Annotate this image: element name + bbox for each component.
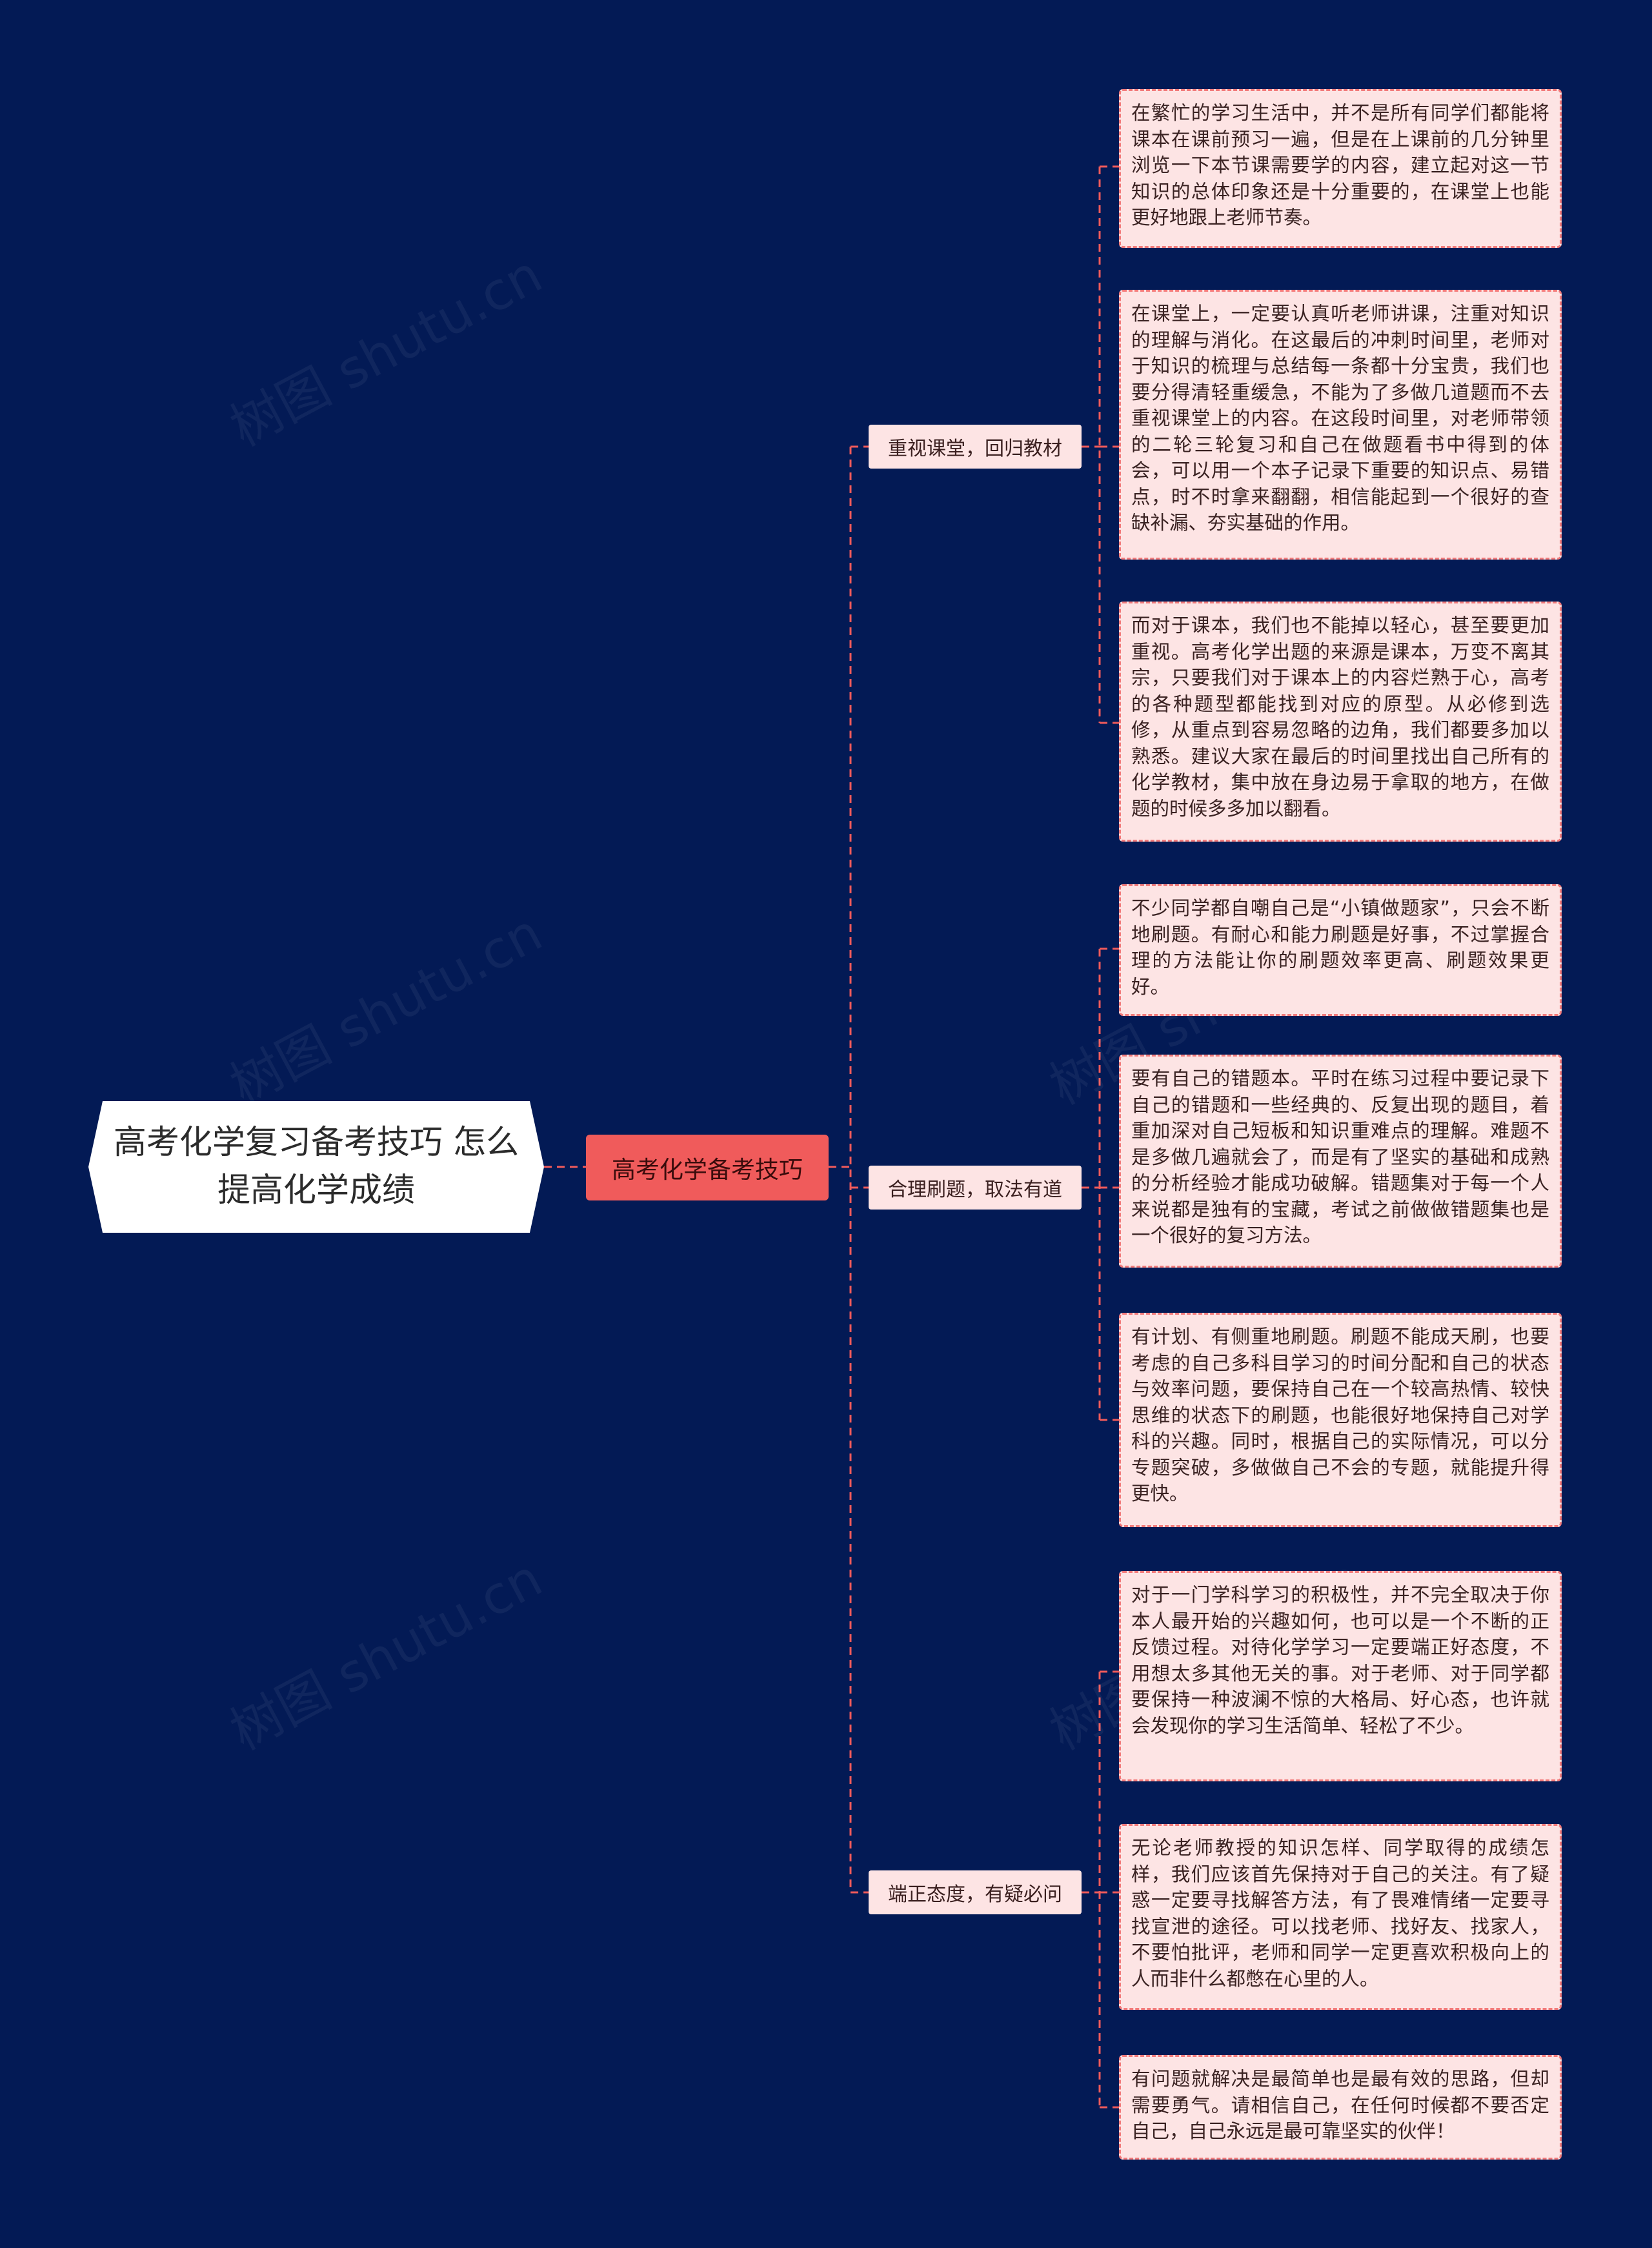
leaf-node[interactable]: 无论老师教授的知识怎样、同学取得的成绩怎样，我们应该首先保持对于自己的关注。有了… [1119, 1824, 1562, 2010]
hub-node[interactable]: 高考化学备考技巧 [586, 1135, 829, 1200]
branch-node-practice[interactable]: 合理刷题，取法有道 [869, 1166, 1082, 1210]
leaf-node[interactable]: 在繁忙的学习生活中，并不是所有同学们都能将课本在课前预习一遍，但是在上课前的几分… [1119, 89, 1562, 248]
leaf-node[interactable]: 有计划、有侧重地刷题。刷题不能成天刷，也要考虑的自己多科目学习的时间分配和自己的… [1119, 1313, 1562, 1527]
branch-node-classroom[interactable]: 重视课堂，回归教材 [869, 425, 1082, 469]
leaf-node[interactable]: 在课堂上，一定要认真听老师讲课，注重对知识的理解与消化。在这最后的冲刺时间里，老… [1119, 290, 1562, 560]
branch-node-attitude[interactable]: 端正态度，有疑必问 [869, 1870, 1082, 1914]
root-node[interactable]: 高考化学复习备考技巧 怎么提高化学成绩 [88, 1101, 544, 1233]
root-title: 高考化学复习备考技巧 怎么提高化学成绩 [113, 1124, 519, 1210]
leaf-node[interactable]: 要有自己的错题本。平时在练习过程中要记录下自己的错题和一些经典的、反复出现的题目… [1119, 1055, 1562, 1268]
leaf-node[interactable]: 而对于课本，我们也不能掉以轻心，甚至要更加重视。高考化学出题的来源是课本，万变不… [1119, 602, 1562, 842]
leaf-node[interactable]: 有问题就解决是最简单也是最有效的思路，但却需要勇气。请相信自己，在任何时候都不要… [1119, 2055, 1562, 2160]
leaf-node[interactable]: 对于一门学科学习的积极性，并不完全取决于你本人最开始的兴趣如何，也可以是一个不断… [1119, 1571, 1562, 1781]
leaf-node[interactable]: 不少同学都自嘲自己是“小镇做题家”，只会不断地刷题。有耐心和能力刷题是好事，不过… [1119, 884, 1562, 1016]
